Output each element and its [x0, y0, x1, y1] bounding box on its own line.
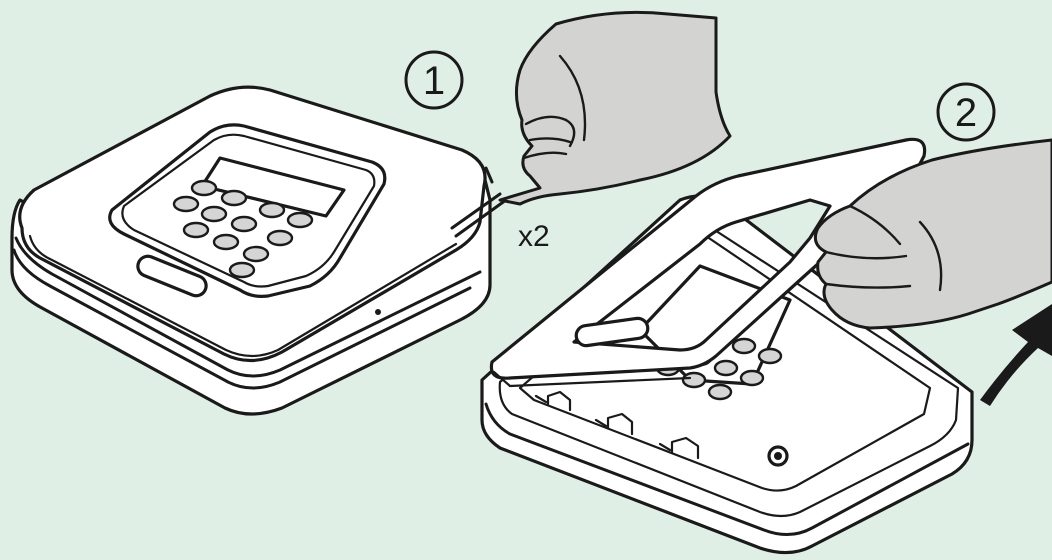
- hand-1: [500, 12, 730, 204]
- curved-lift-arrow: [980, 304, 1052, 406]
- step-1-number: 1: [423, 59, 445, 103]
- step-2-number: 2: [955, 91, 977, 135]
- step-1-badge: 1: [406, 52, 462, 108]
- step-2-badge: 2: [938, 84, 994, 140]
- repeat-count-label: x2: [518, 220, 550, 253]
- device-closed: [12, 87, 490, 414]
